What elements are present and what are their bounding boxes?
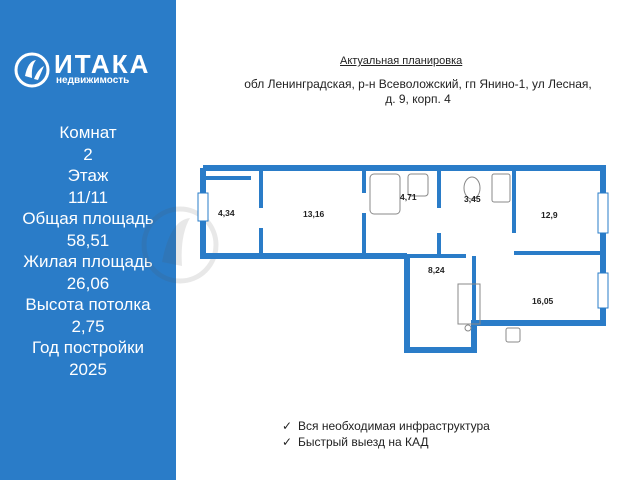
- area-label-balcony: 4,34: [218, 208, 235, 218]
- brand-name: ИТАКА: [54, 49, 151, 79]
- plan-title: Актуальная планировка: [340, 55, 463, 67]
- ceiling-height-label: Высота потолка: [25, 295, 151, 314]
- area-label-wc: 3,45: [464, 194, 481, 204]
- area-label-hall: 8,24: [428, 265, 445, 275]
- feature-text: Быстрый выезд на КАД: [298, 435, 429, 449]
- rooms-value: 2: [83, 144, 93, 164]
- windows: [197, 192, 609, 309]
- apartment-facts: Комнат 2 Этаж 11/11 Общая площадь 58,51 …: [0, 122, 176, 380]
- area-label-bathroom: 4,71: [400, 192, 417, 202]
- address-line-2: д. 9, корп. 4: [385, 92, 451, 106]
- feature-item: ✓ Быстрый выезд на КАД: [282, 434, 490, 450]
- build-year-value: 2025: [69, 359, 107, 379]
- inner-walls: [203, 168, 603, 323]
- info-sidebar: ИТАКА недвижимость Комнат 2 Этаж 11/11 О…: [0, 0, 176, 480]
- build-year-label: Год постройки: [31, 338, 145, 357]
- feature-text: Вся необходимая инфраструктура: [298, 419, 490, 433]
- feature-item: ✓ Вся необходимая инфраструктура: [282, 418, 490, 434]
- total-area-value: 58,51: [66, 230, 110, 250]
- brand-logo-icon: [14, 52, 50, 88]
- ceiling-height-value: 2,75: [71, 316, 105, 336]
- living-area-label: Жилая площадь: [23, 252, 153, 271]
- features-list: ✓ Вся необходимая инфраструктура ✓ Быстр…: [282, 418, 490, 450]
- rooms-label: Комнат: [59, 123, 117, 142]
- floor-label: Этаж: [67, 166, 109, 185]
- brand-logo: ИТАКА недвижимость: [14, 49, 164, 92]
- total-area-label: Общая площадь: [22, 209, 154, 228]
- living-area-value: 26,06: [66, 273, 110, 293]
- area-label-room-2: 12,9: [541, 210, 558, 220]
- room-area-labels: 4,34 13,16 4,71 3,45 12,9 8,24 16,05: [218, 192, 558, 306]
- floor-plan: 4,34 13,16 4,71 3,45 12,9 8,24 16,05: [197, 165, 609, 353]
- area-label-kitchen: 16,05: [532, 296, 554, 306]
- brand-subtitle: недвижимость: [56, 75, 130, 86]
- check-icon: ✓: [282, 419, 293, 433]
- check-icon: ✓: [282, 435, 293, 449]
- floor-value: 11/11: [67, 187, 109, 207]
- fixtures: [369, 173, 521, 343]
- area-label-room-1: 13,16: [303, 209, 325, 219]
- address-line-1: обл Ленинградская, р-н Всеволожский, гп …: [244, 77, 592, 91]
- address: обл Ленинградская, р-н Всеволожский, гп …: [236, 77, 600, 107]
